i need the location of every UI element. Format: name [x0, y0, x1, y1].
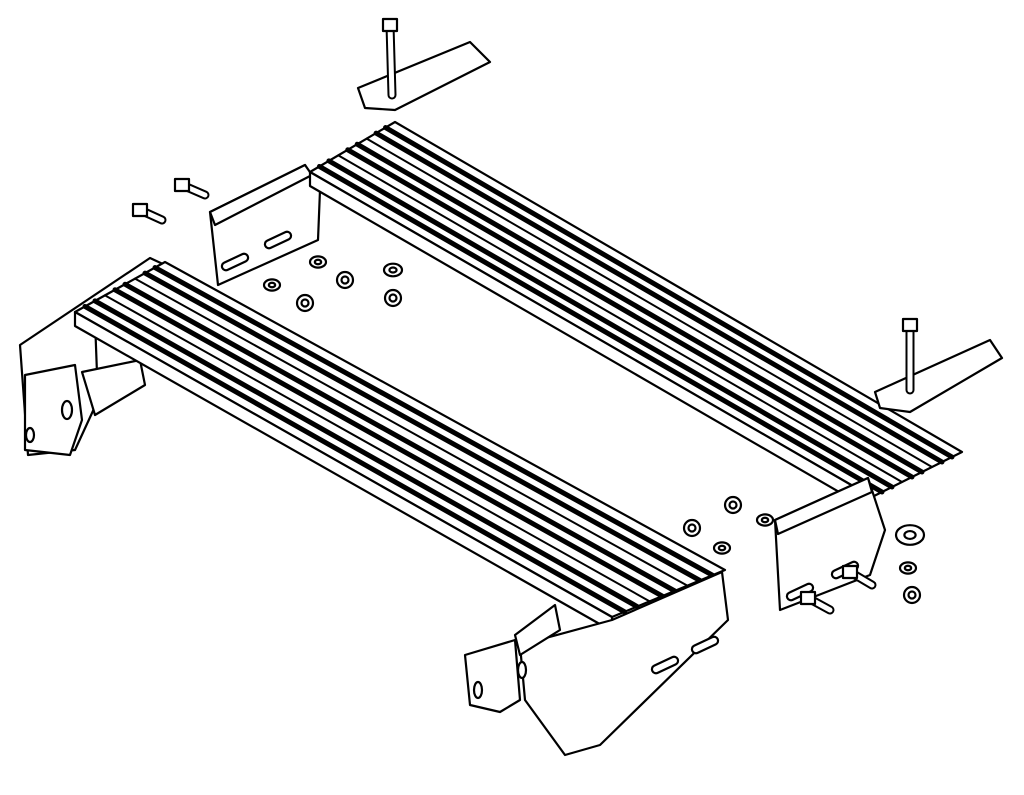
tread-rib — [134, 277, 689, 587]
nut-hole — [687, 523, 697, 533]
hex-bolt-head — [173, 177, 191, 193]
rear-right-bracket-flange — [773, 476, 874, 536]
washer-hole — [717, 544, 727, 552]
tread-rib — [104, 294, 651, 603]
vertical-bolt-head — [901, 317, 919, 333]
washer-hole — [903, 529, 917, 541]
tread-rib — [316, 163, 885, 495]
front-left-receiver-tube — [80, 358, 147, 417]
nut-hole — [388, 293, 398, 303]
washer-hole — [313, 258, 323, 266]
tread-rib — [152, 265, 715, 578]
tread-rib — [82, 303, 628, 615]
tread-rib — [345, 147, 915, 480]
vertical-bolt — [387, 22, 395, 98]
tread-rib — [354, 141, 925, 475]
mounting-hole — [472, 680, 484, 700]
tread-rib — [383, 125, 955, 460]
washer-hole — [760, 516, 770, 524]
front-right-receiver-tube — [513, 603, 562, 657]
nut-hole — [340, 275, 350, 285]
tread-rib — [373, 130, 945, 465]
tread-rib — [92, 298, 640, 610]
tread-rib — [122, 281, 678, 594]
front-right-end-bracket — [518, 570, 730, 757]
tread-rib — [365, 137, 933, 468]
front-step-assembly — [18, 256, 730, 757]
hardware — [131, 17, 926, 615]
washer-hole — [267, 281, 277, 289]
mounting-slot — [263, 230, 293, 250]
tread-rib — [326, 158, 895, 490]
mounting-hole — [516, 660, 528, 680]
tread-rib — [142, 270, 703, 583]
front-left-receiver-box — [23, 363, 84, 457]
mounting-slot — [220, 252, 250, 272]
top-mount-plate-left — [356, 40, 492, 112]
mounting-hole — [24, 426, 36, 444]
hex-bolt-head — [799, 590, 817, 606]
top-mount-plate-right — [873, 338, 1004, 414]
nut-hole — [300, 298, 310, 308]
rear-step-assembly — [208, 40, 1004, 612]
mounting-hole — [60, 399, 74, 421]
front-right-receiver-box — [463, 638, 522, 714]
vertical-bolt-head — [381, 17, 399, 33]
nut-hole — [907, 590, 917, 600]
washer-hole — [903, 564, 913, 572]
hex-bolt-head — [131, 202, 149, 218]
nut-hole — [728, 500, 738, 510]
mounting-slot — [650, 655, 680, 675]
mounting-slot — [690, 635, 720, 655]
tread-rib — [112, 287, 665, 599]
hex-bolt-head — [841, 564, 859, 580]
tread-rib — [337, 154, 903, 483]
washer-hole — [388, 266, 398, 274]
